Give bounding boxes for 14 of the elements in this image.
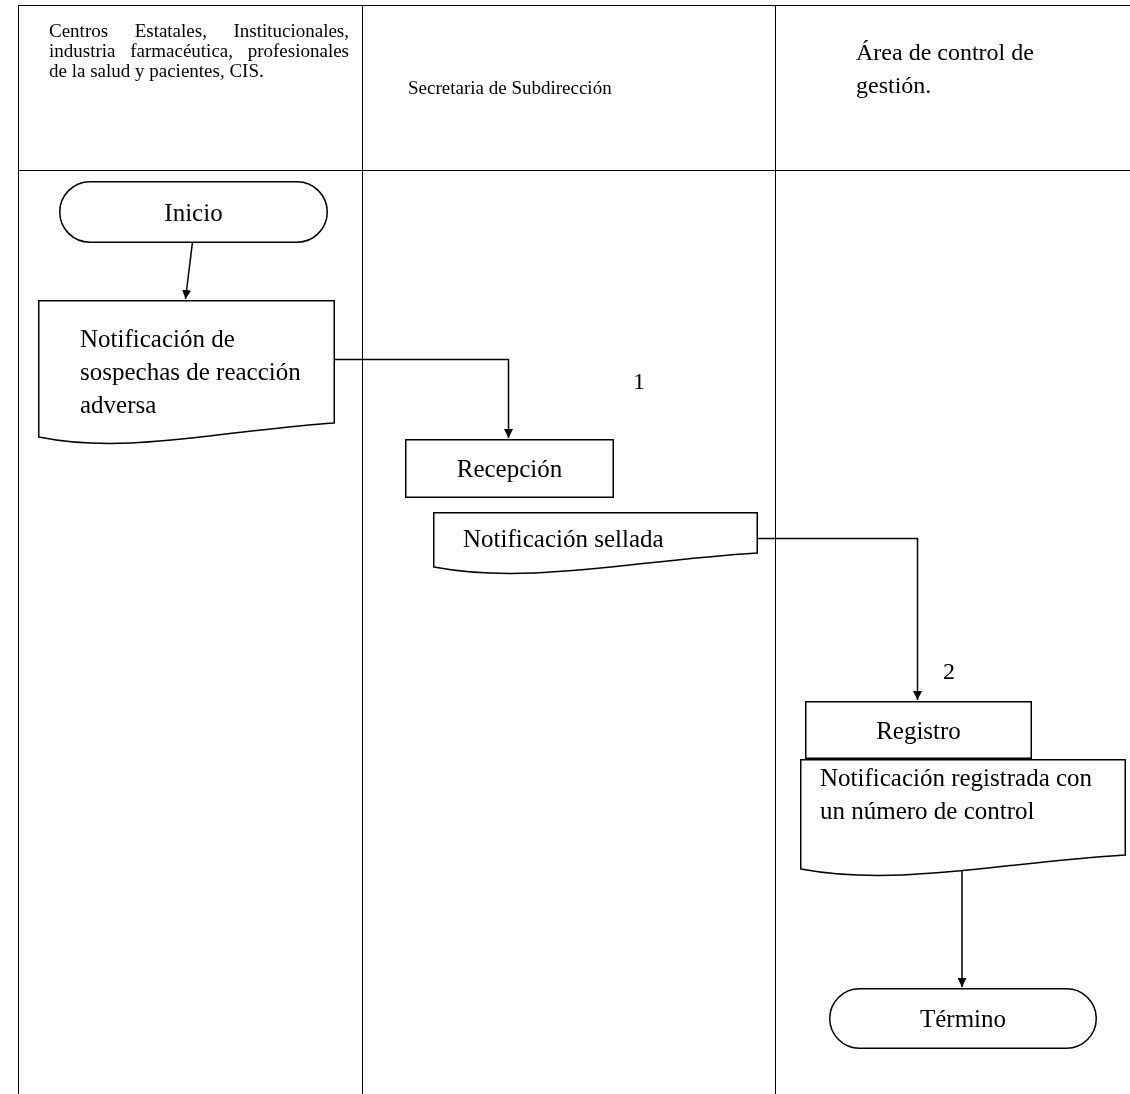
lane-title: Centros Estatales, Institucionales, industria farmacéutica, profesionales de la salud y pacientes, CIS. xyxy=(49,21,349,81)
arrow xyxy=(182,241,194,300)
arrow xyxy=(957,870,967,988)
process-box: Registro xyxy=(805,701,1032,759)
lane-title: Secretaria de Subdirección xyxy=(408,78,613,98)
step-number: 2 xyxy=(943,658,955,685)
swimlane xyxy=(775,5,1130,1094)
process-box: Recepción xyxy=(405,439,614,498)
swimlane xyxy=(18,5,362,1094)
terminator-shape: Término xyxy=(829,988,1097,1049)
lane-title: Área de control de gestión. xyxy=(856,38,1035,100)
step-number: 1 xyxy=(633,368,645,395)
swimlane xyxy=(362,5,775,1094)
terminator-shape: Inicio xyxy=(59,181,328,243)
